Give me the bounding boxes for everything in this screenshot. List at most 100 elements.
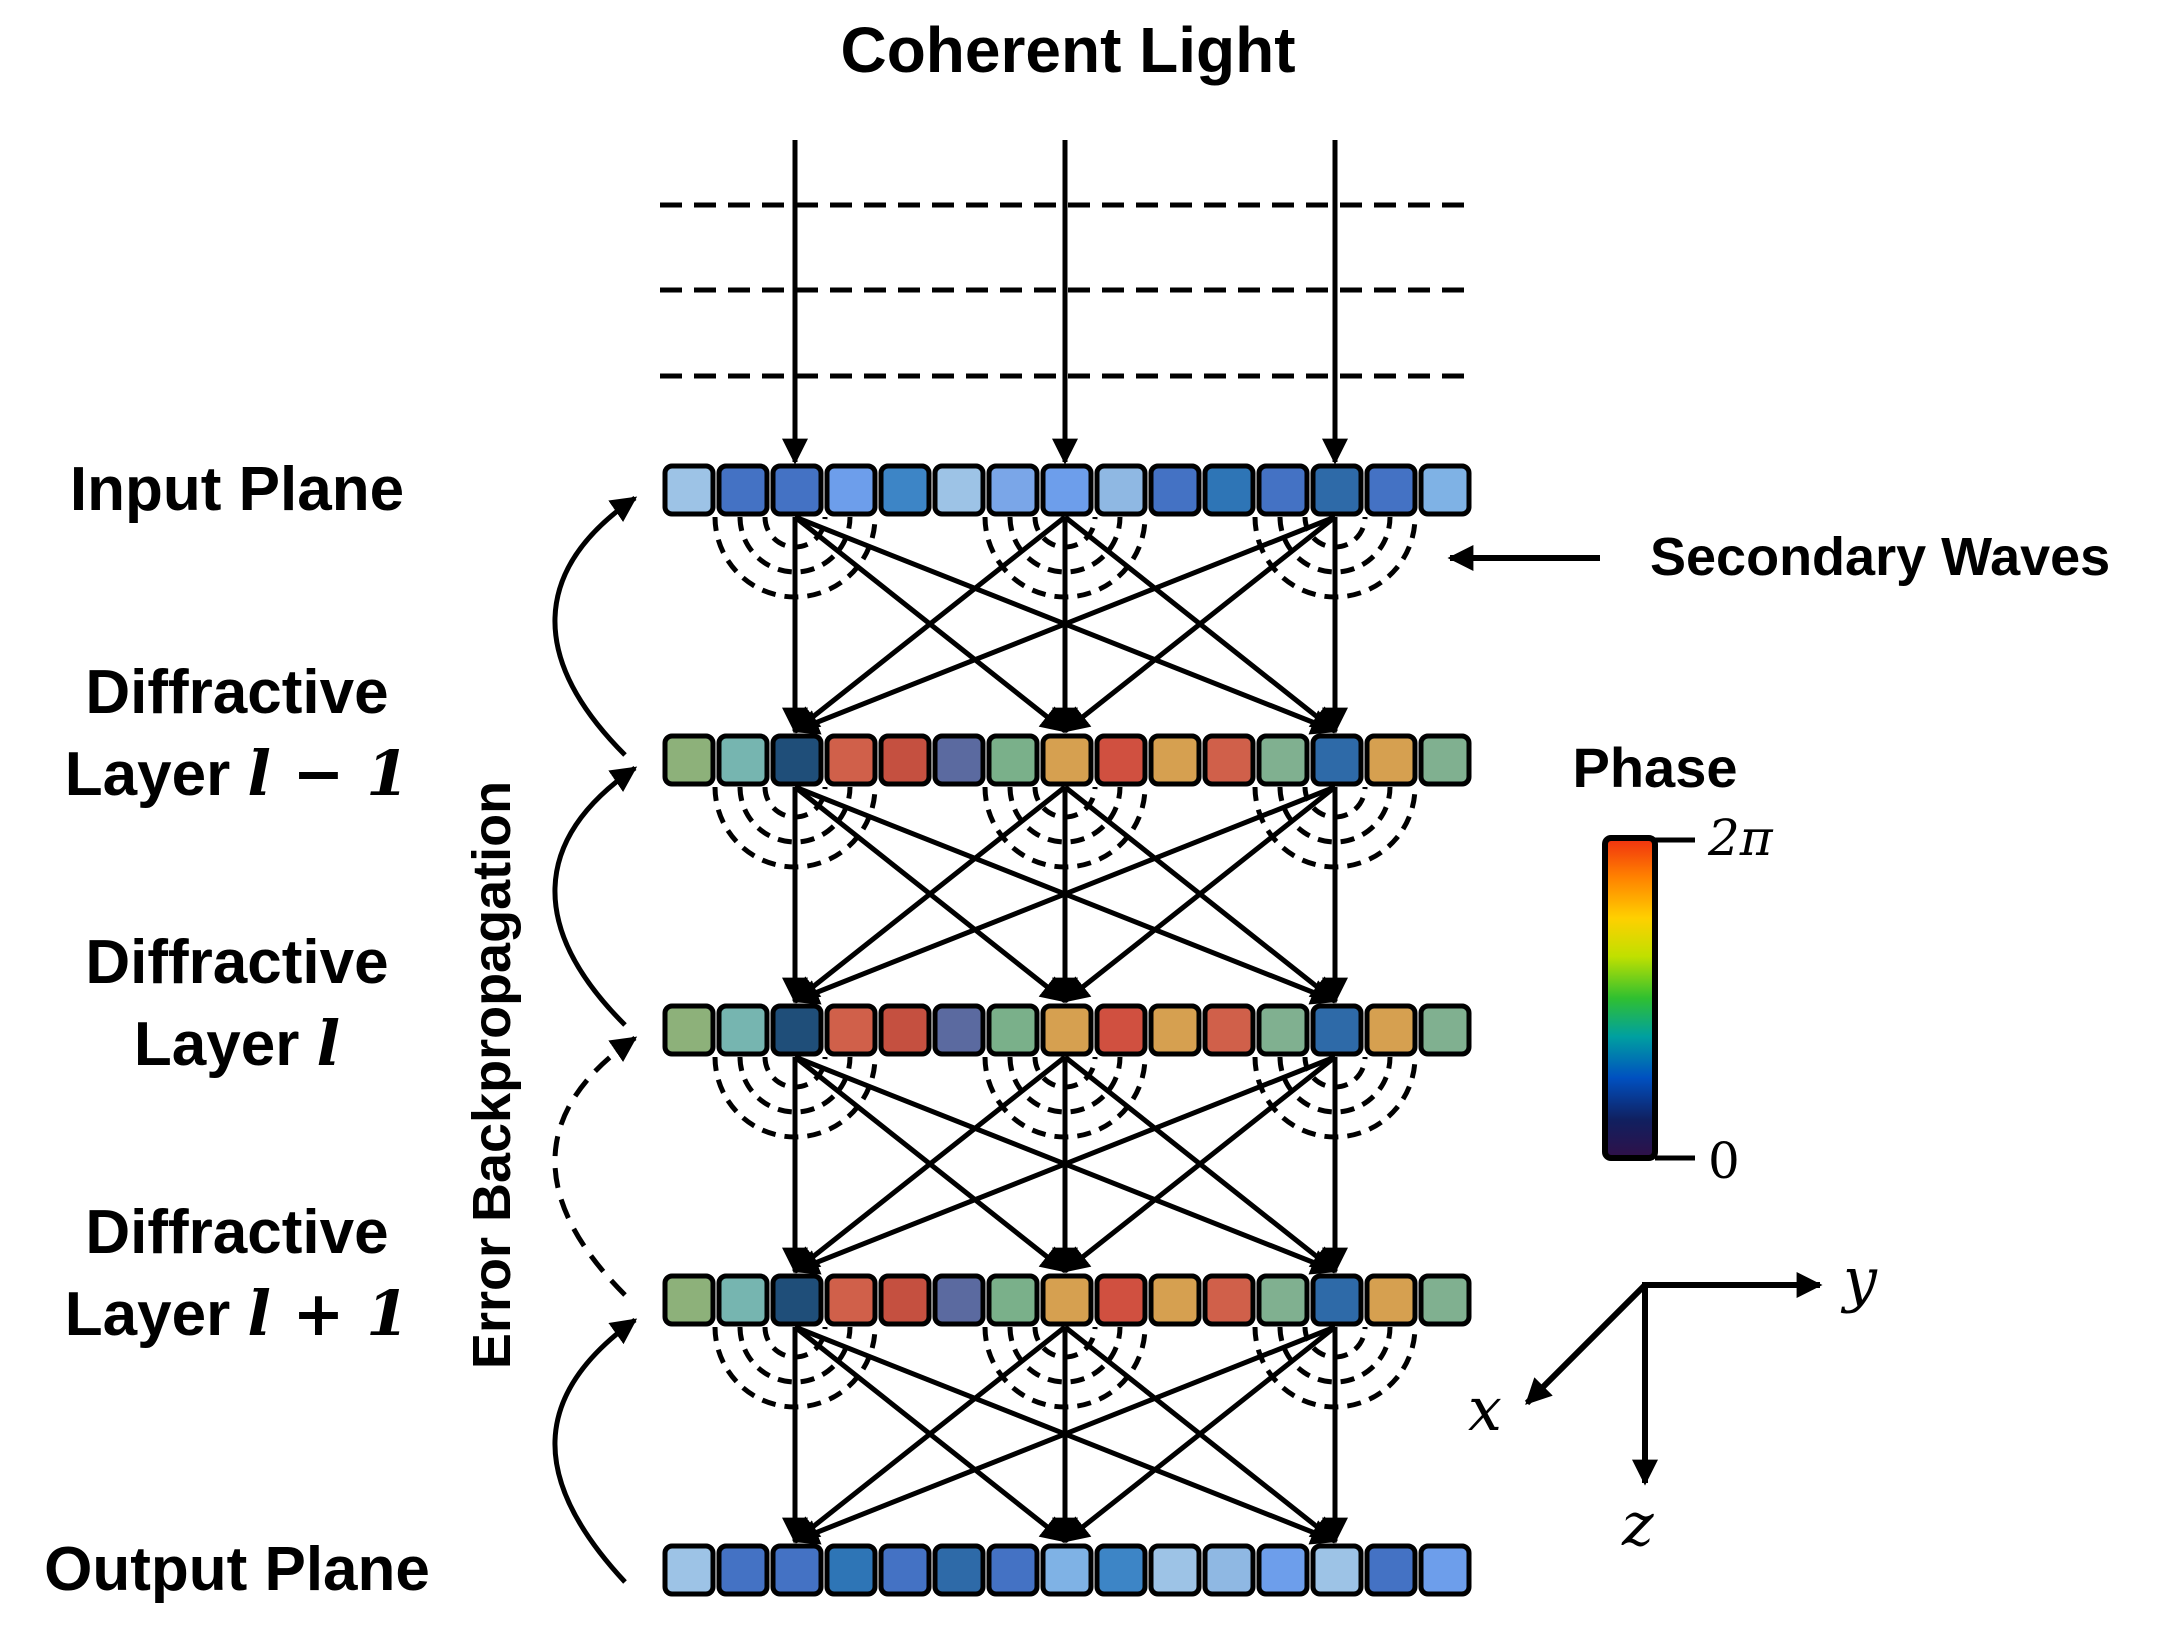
secondary-wave-arc	[1302, 786, 1368, 820]
layer-pixel	[1364, 463, 1418, 517]
layer-label-line1: Diffractive	[85, 658, 388, 727]
layer-pixel	[1202, 1273, 1256, 1327]
colorbar-min-label: 0	[1708, 1132, 1740, 1190]
layer-pixel	[932, 1273, 986, 1327]
layer-pixel	[986, 1543, 1040, 1597]
layer-pixel	[1256, 1543, 1310, 1597]
layer-pixel	[1040, 733, 1094, 787]
layer-index-math: l	[317, 1007, 341, 1080]
layer-pixel	[1256, 1273, 1310, 1327]
layer-pixel	[1418, 1003, 1472, 1057]
layer-pixel	[1418, 733, 1472, 787]
layer-pixel	[770, 733, 824, 787]
axis-y-label: y	[1840, 1245, 1878, 1315]
secondary-wave-arc	[1302, 516, 1368, 550]
layer-label: Input Plane	[70, 455, 404, 524]
secondary-wave-arc	[712, 516, 878, 600]
backprop-arrow	[552, 765, 638, 1027]
layer-pixel	[878, 733, 932, 787]
backprop-label: Error Backpropagation	[462, 781, 522, 1369]
layer-pixel	[824, 733, 878, 787]
secondary-wave-arc	[762, 1326, 828, 1360]
layer-pixel	[1148, 733, 1202, 787]
layer-pixel	[824, 1543, 878, 1597]
layer-pixel	[932, 463, 986, 517]
layer-pixel	[1310, 463, 1364, 517]
layer-pixel	[1310, 733, 1364, 787]
colorbar-title: Phase	[1573, 736, 1738, 799]
axis-x-label: x	[1468, 1375, 1502, 1445]
secondary-wave-arc	[762, 516, 828, 550]
layer-pixel	[1202, 733, 1256, 787]
layer-pixel	[662, 1273, 716, 1327]
secondary-waves	[712, 516, 1418, 1410]
layer-pixel	[1364, 733, 1418, 787]
backprop-arrows	[552, 495, 638, 1584]
layer-stack	[662, 463, 1472, 1597]
layer-pixel	[770, 1543, 824, 1597]
secondary-wave-arc	[712, 1056, 878, 1140]
layer-pixel	[1148, 1003, 1202, 1057]
backprop-arrow-dashed	[552, 1035, 638, 1297]
secondary-wave-arc	[1302, 1056, 1368, 1090]
layer-pixel	[824, 463, 878, 517]
layer-label-word: Layer	[65, 1280, 248, 1349]
layer-pixel	[1364, 1003, 1418, 1057]
layer-pixel	[986, 733, 1040, 787]
layer-input	[662, 463, 1472, 517]
layer-pixel	[932, 1543, 986, 1597]
secondary-waves-label: Secondary Waves	[1650, 527, 2110, 587]
layer-pixel	[824, 1003, 878, 1057]
secondary-wave-arc	[1277, 1056, 1393, 1115]
secondary-wave-arc	[1302, 1326, 1368, 1360]
layer-pixel	[986, 1003, 1040, 1057]
layer-pixel	[1256, 733, 1310, 787]
layer-label-word: Layer	[134, 1010, 317, 1079]
layer-pixel	[878, 1543, 932, 1597]
layer-pixel	[1418, 463, 1472, 517]
layer-pixel	[716, 1543, 770, 1597]
backprop-arrow	[552, 495, 638, 757]
layer-pixel	[1148, 463, 1202, 517]
layer-pixel	[986, 1273, 1040, 1327]
layer-pixel	[662, 1543, 716, 1597]
layer-pixel	[986, 463, 1040, 517]
propagation-arrow	[792, 784, 1336, 1005]
secondary-wave-arc	[737, 786, 853, 845]
axis-x	[1524, 1282, 1648, 1406]
propagation-arrow	[792, 1054, 1336, 1275]
layer-pixel	[1418, 1543, 1472, 1597]
layer-label-line2: Layer l + 1	[65, 1277, 409, 1350]
layer-pixel	[770, 463, 824, 517]
secondary-wave-arc	[1252, 516, 1418, 600]
incident-rays	[782, 140, 1348, 465]
secondary-wave-arc	[762, 1056, 828, 1090]
secondary-wave-arc	[1252, 1326, 1418, 1410]
layer-pixel	[878, 1273, 932, 1327]
layer-label: Output Plane	[44, 1535, 430, 1604]
layer-pixel	[1040, 1543, 1094, 1597]
layer-pixel	[1202, 1543, 1256, 1597]
layer-pixel	[1040, 463, 1094, 517]
secondary-wave-arc	[982, 516, 1148, 600]
layer-pixel	[1148, 1543, 1202, 1597]
secondary-wave-arc	[1277, 786, 1393, 845]
layer-pixel	[1040, 1273, 1094, 1327]
layer-pixel	[1094, 1273, 1148, 1327]
layer-pixel	[1364, 1273, 1418, 1327]
layer-output	[662, 1543, 1472, 1597]
colorbar	[1602, 835, 1658, 1161]
secondary-wave-arc	[1252, 786, 1418, 870]
layer-pixel	[1094, 1003, 1148, 1057]
layer-pixel	[878, 1003, 932, 1057]
layer-pixel	[1094, 733, 1148, 787]
secondary-wave-arc	[1032, 1326, 1098, 1360]
axis-z-label: z	[1621, 1490, 1654, 1560]
layer-pixel	[716, 463, 770, 517]
layer-pixel	[932, 1003, 986, 1057]
secondary-wave-arc	[982, 1326, 1148, 1410]
propagation-arrow	[792, 1324, 1336, 1545]
secondary-wave-arc	[1007, 1056, 1123, 1115]
